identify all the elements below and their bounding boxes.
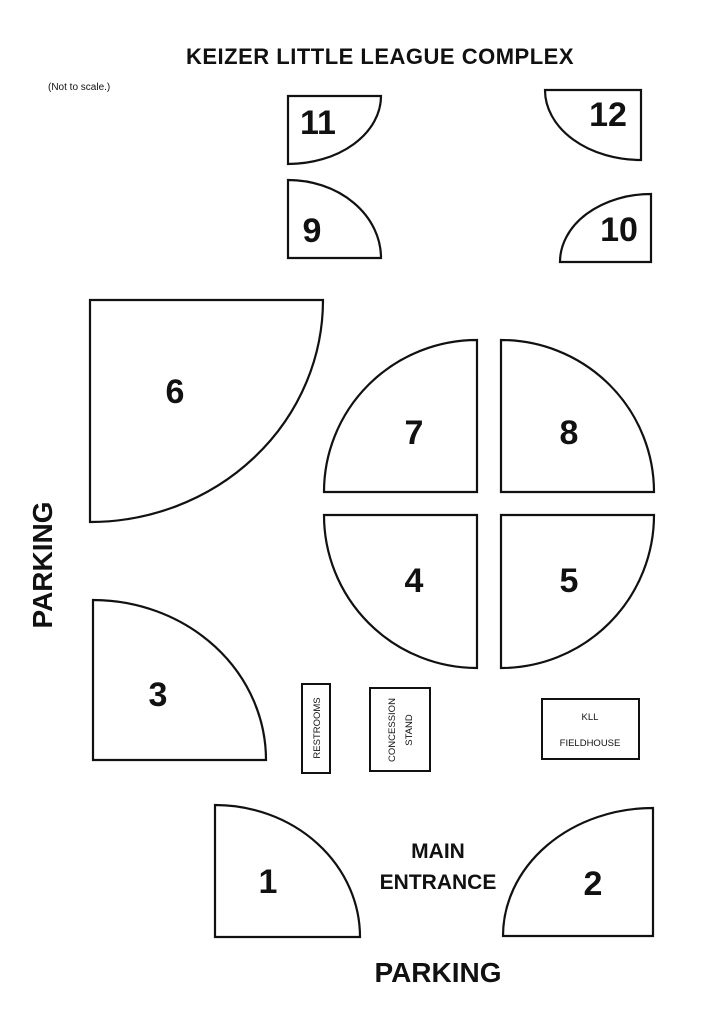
parking-label-left: PARKING	[27, 501, 58, 628]
field-12-label: 12	[589, 96, 627, 134]
fieldhouse-label-line2: FIELDHOUSE	[560, 738, 621, 749]
field-10[interactable]: 10	[558, 192, 653, 264]
field-1[interactable]: 1	[213, 803, 362, 939]
kll-fieldhouse-building[interactable]: KLL FIELDHOUSE	[541, 698, 640, 760]
field-7-label: 7	[405, 414, 424, 452]
field-2-label: 2	[584, 865, 603, 903]
field-10-label: 10	[600, 211, 638, 249]
field-9-label: 9	[303, 212, 322, 250]
field-11[interactable]: 11	[286, 94, 383, 166]
field-8-label: 8	[560, 414, 579, 452]
field-8[interactable]: 8	[499, 338, 656, 494]
main-entrance-label-line1: MAIN	[411, 840, 465, 863]
concession-label-line1: CONCESSION	[387, 698, 398, 762]
field-6[interactable]: 6	[88, 298, 325, 524]
field-3-label: 3	[149, 676, 168, 714]
concession-stand-building[interactable]: CONCESSION STAND	[369, 687, 431, 772]
concession-label-line2: STAND	[404, 714, 415, 746]
restrooms-building[interactable]: RESTROOMS	[301, 683, 331, 774]
field-9[interactable]: 9	[286, 178, 383, 260]
scale-note: (Not to scale.)	[48, 82, 110, 93]
field-3[interactable]: 3	[91, 598, 268, 762]
restrooms-label: RESTROOMS	[312, 697, 323, 758]
field-6-label: 6	[166, 373, 185, 411]
field-12[interactable]: 12	[543, 88, 643, 162]
field-1-label: 1	[259, 863, 278, 901]
field-11-label: 11	[300, 104, 336, 142]
field-4[interactable]: 4	[322, 513, 479, 670]
field-5-label: 5	[560, 562, 579, 600]
main-entrance-label-line2: ENTRANCE	[380, 871, 497, 894]
field-2[interactable]: 2	[501, 806, 655, 938]
field-7[interactable]: 7	[322, 338, 479, 494]
fieldhouse-label-line1: KLL	[582, 712, 599, 723]
field-4-label: 4	[405, 562, 424, 600]
map-title: KEIZER LITTLE LEAGUE COMPLEX	[186, 44, 574, 69]
field-5[interactable]: 5	[499, 513, 656, 670]
parking-label-bottom: PARKING	[374, 957, 501, 988]
